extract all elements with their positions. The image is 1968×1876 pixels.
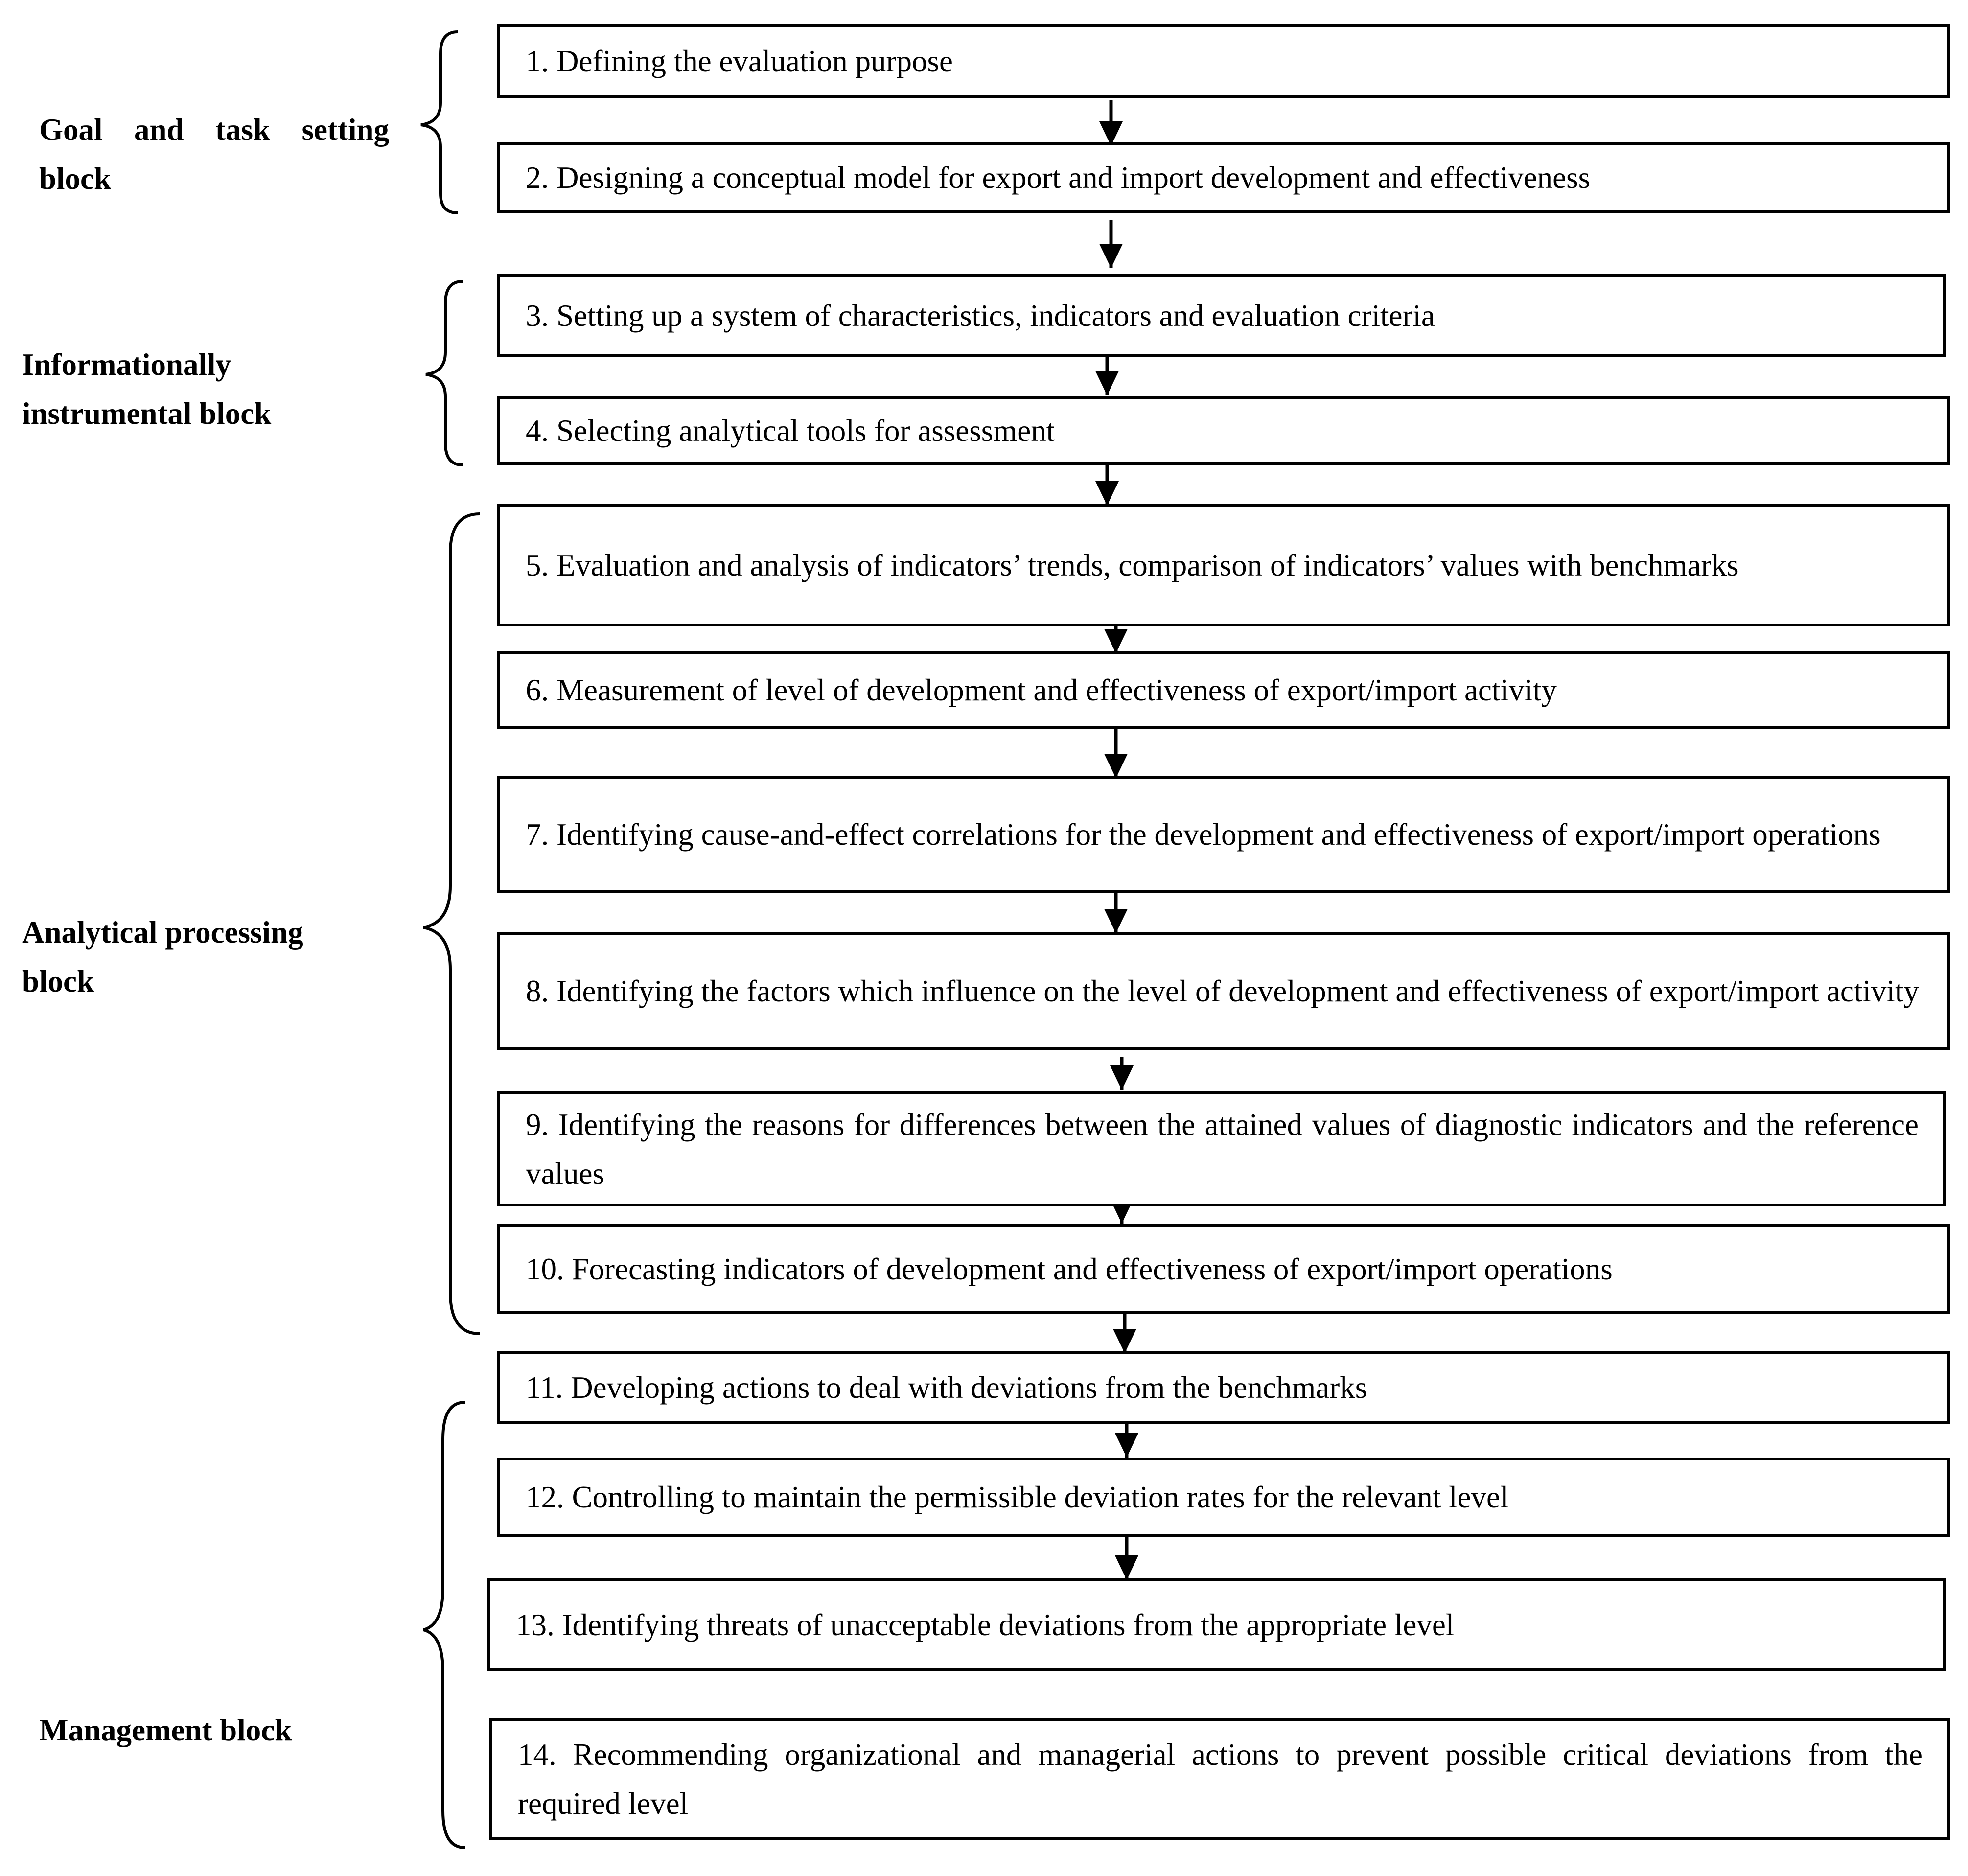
step-text-6: 6. Measurement of level of development a… xyxy=(526,673,1557,707)
step-box-14: 14. Recommending organizational and mana… xyxy=(489,1718,1950,1840)
step-box-6: 6. Measurement of level of development a… xyxy=(497,651,1950,729)
step-box-12: 12. Controlling to maintain the permissi… xyxy=(497,1458,1950,1537)
step-box-3: 3. Setting up a system of characteristic… xyxy=(497,274,1946,357)
step-box-1: 1. Defining the evaluation purpose xyxy=(497,24,1950,98)
step-box-2: 2. Designing a conceptual model for expo… xyxy=(497,142,1950,213)
step-text-14: 14. Recommending organizational and mana… xyxy=(518,1737,1922,1821)
step-text-11: 11. Developing actions to deal with devi… xyxy=(526,1370,1367,1405)
brace-analytical xyxy=(423,512,480,1335)
step-text-4: 4. Selecting analytical tools for assess… xyxy=(526,414,1055,448)
step-box-8: 8. Identifying the factors which influen… xyxy=(497,932,1950,1050)
step-box-13: 13. Identifying threats of unacceptable … xyxy=(487,1578,1946,1671)
brace-management xyxy=(423,1401,465,1849)
brace-info xyxy=(425,280,463,466)
step-text-8: 8. Identifying the factors which influen… xyxy=(526,974,1919,1008)
step-box-11: 11. Developing actions to deal with devi… xyxy=(497,1351,1950,1424)
step-box-4: 4. Selecting analytical tools for assess… xyxy=(497,396,1950,465)
step-text-13: 13. Identifying threats of unacceptable … xyxy=(516,1608,1455,1642)
step-box-9: 9. Identifying the reasons for differenc… xyxy=(497,1091,1946,1206)
step-text-5: 5. Evaluation and analysis of indicators… xyxy=(526,548,1739,582)
step-text-2: 2. Designing a conceptual model for expo… xyxy=(526,160,1591,195)
step-text-3: 3. Setting up a system of characteristic… xyxy=(526,299,1435,333)
step-box-5: 5. Evaluation and analysis of indicators… xyxy=(497,504,1950,626)
block-label-goal: Goal and task setting block xyxy=(39,113,389,196)
step-text-10: 10. Forecasting indicators of developmen… xyxy=(526,1251,1613,1286)
brace-goal xyxy=(420,30,458,214)
step-box-7: 7. Identifying cause-and-effect correlat… xyxy=(497,776,1950,893)
step-box-10: 10. Forecasting indicators of developmen… xyxy=(497,1224,1950,1314)
step-text-7: 7. Identifying cause-and-effect correlat… xyxy=(526,817,1881,852)
step-text-1: 1. Defining the evaluation purpose xyxy=(526,44,953,78)
block-label-management: Management block xyxy=(39,1713,292,1747)
step-text-12: 12. Controlling to maintain the permissi… xyxy=(526,1480,1509,1514)
step-text-9: 9. Identifying the reasons for differenc… xyxy=(526,1107,1919,1191)
block-label-info: Informationally instrumental block xyxy=(22,347,272,431)
block-label-analytical: Analytical processing block xyxy=(22,915,303,998)
